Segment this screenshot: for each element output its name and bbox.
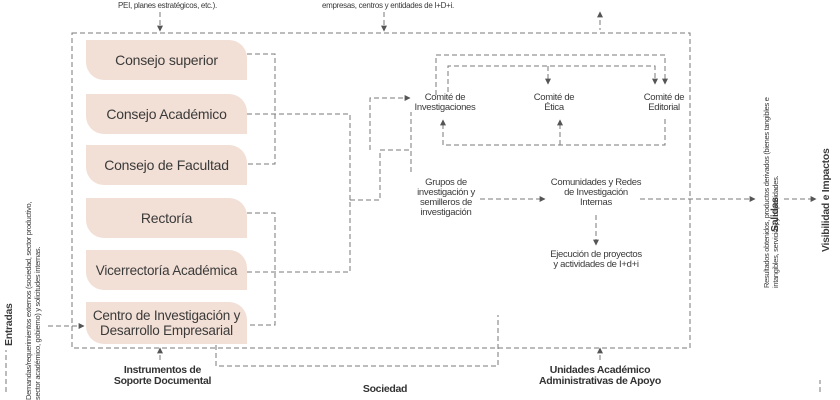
instrumentos-label: Instrumentos de Soporte Documental [113, 364, 212, 387]
grupos-investigacion: Grupos de investigación y semilleros de … [417, 177, 475, 218]
committee-top-loop-outer [435, 54, 668, 95]
center-to-investigaciones [369, 95, 411, 150]
center-to-grupos [350, 149, 410, 201]
box-consejo-facultad: Consejo de Facultad [86, 145, 247, 185]
link-academico [247, 113, 351, 200]
entradas-desc: Demandas/requerimientos externos (socied… [24, 201, 42, 400]
outer-frame [71, 32, 691, 349]
box-vicerrectoria: Vicerrectoría Académica [86, 250, 247, 290]
ejecucion-proyectos: Ejecución de proyectos y actividades de … [550, 249, 642, 270]
comite-etica: Comité de Ética [533, 92, 575, 113]
bracket-consejos [247, 53, 276, 165]
salidas-desc: Resultados obtenidos, productos derivado… [762, 97, 780, 288]
entradas-title: Entradas [3, 303, 15, 346]
visibilidad-title: Visibilidad e Impactos [820, 148, 832, 253]
top-center-fragment: empresas, centros y entidades de I+D+i. [322, 1, 454, 10]
unidades-label: Unidades Académico Administrativas de Ap… [539, 364, 661, 387]
bracket-rectoria [247, 212, 276, 326]
sociedad-label: Sociedad [362, 383, 408, 395]
box-rectoria: Rectoría [86, 198, 247, 238]
box-consejo-superior: Consejo superior [86, 40, 247, 80]
comite-investigaciones: Comité de Investigaciones [414, 92, 476, 113]
committee-bottom-loop [442, 118, 666, 146]
committee-top-loop-inner [447, 65, 658, 92]
comite-editorial: Comité de Editorial [643, 92, 685, 113]
centro-down-loop [215, 315, 499, 367]
box-consejo-academico: Consejo Académico [86, 94, 247, 134]
comunidades-redes: Comunidades y Redes de Investigación Int… [550, 177, 642, 208]
box-centro-investigacion: Centro de Investigación y Desarrollo Emp… [86, 302, 247, 344]
top-left-fragment: PEI, planes estratégicos, etc.). [118, 1, 217, 10]
link-vicerrectoria [247, 200, 351, 273]
